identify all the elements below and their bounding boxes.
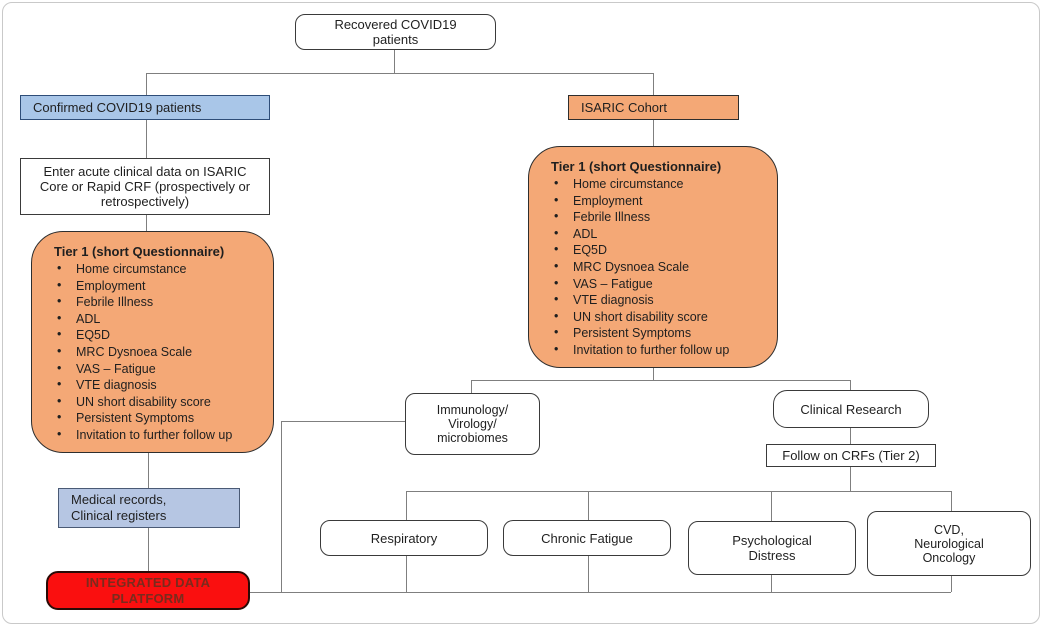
connector-line	[471, 380, 850, 381]
connector-line	[406, 556, 407, 592]
node-clinical-research: Clinical Research	[773, 390, 929, 428]
connector-line	[281, 421, 282, 592]
tier1-item: UN short disability score	[547, 310, 769, 325]
tier1-item: EQ5D	[547, 243, 769, 258]
connector-line	[653, 73, 654, 95]
node-cvd-neurological-oncology: CVD, Neurological Oncology	[867, 511, 1031, 576]
tier1-item: VTE diagnosis	[50, 378, 265, 393]
tier1-item: Invitation to further follow up	[547, 343, 769, 358]
tier1-item: Persistent Symptoms	[547, 326, 769, 341]
tier1-item-list: Home circumstanceEmploymentFebrile Illne…	[50, 262, 265, 443]
tier1-item: Febrile Illness	[50, 295, 265, 310]
connector-line	[394, 50, 395, 73]
tier1-item: Employment	[50, 279, 265, 294]
connector-line	[406, 491, 407, 520]
node-medical-records: Medical records, Clinical registers	[58, 488, 240, 528]
node-respiratory: Respiratory	[320, 520, 488, 556]
tier1-item: MRC Dysnoea Scale	[50, 345, 265, 360]
tier1-title: Tier 1 (short Questionnaire)	[54, 244, 225, 259]
connector-line	[146, 215, 147, 231]
tier1-item: ADL	[50, 312, 265, 327]
connector-line	[653, 120, 654, 146]
node-psychological-distress: Psychological Distress	[688, 521, 856, 575]
node-isaric-cohort: ISARIC Cohort	[568, 95, 739, 120]
tier1-title: Tier 1 (short Questionnaire)	[551, 159, 722, 174]
connector-line	[406, 491, 951, 492]
node-tier1-right: Tier 1 (short Questionnaire) Home circum…	[528, 146, 778, 368]
connector-line	[146, 73, 653, 74]
node-chronic-fatigue: Chronic Fatigue	[503, 520, 671, 556]
tier1-item: Invitation to further follow up	[50, 428, 265, 443]
connector-line	[850, 466, 851, 491]
tier1-item: Febrile Illness	[547, 210, 769, 225]
node-follow-on-crfs: Follow on CRFs (Tier 2)	[766, 444, 936, 467]
connector-line	[471, 380, 472, 393]
connector-line	[771, 491, 772, 521]
tier1-item-list: Home circumstanceEmploymentFebrile Illne…	[547, 177, 769, 358]
connector-line	[850, 380, 851, 390]
connector-line	[653, 368, 654, 380]
connector-line	[588, 556, 589, 592]
node-integrated-data-platform: INTEGRATED DATA PLATFORM	[46, 571, 250, 610]
connector-line	[250, 592, 951, 593]
tier1-item: MRC Dysnoea Scale	[547, 260, 769, 275]
connector-line	[771, 575, 772, 592]
node-tier1-left: Tier 1 (short Questionnaire) Home circum…	[31, 231, 274, 453]
connector-line	[281, 421, 405, 422]
tier1-item: VAS – Fatigue	[547, 277, 769, 292]
connector-line	[148, 453, 149, 488]
tier1-item: VAS – Fatigue	[50, 362, 265, 377]
node-confirmed-patients: Confirmed COVID19 patients	[20, 95, 270, 120]
node-recovered-patients: Recovered COVID19 patients	[295, 14, 496, 50]
tier1-item: Persistent Symptoms	[50, 411, 265, 426]
node-immunology-virology: Immunology/ Virology/ microbiomes	[405, 393, 540, 455]
connector-line	[148, 528, 149, 571]
connector-line	[588, 491, 589, 520]
connector-line	[850, 428, 851, 445]
tier1-item: ADL	[547, 227, 769, 242]
node-acute-clinical-data: Enter acute clinical data on ISARIC Core…	[20, 158, 270, 215]
connector-line	[146, 120, 147, 158]
tier1-item: Home circumstance	[547, 177, 769, 192]
tier1-item: UN short disability score	[50, 395, 265, 410]
tier1-item: Home circumstance	[50, 262, 265, 277]
tier1-item: VTE diagnosis	[547, 293, 769, 308]
connector-line	[951, 491, 952, 511]
tier1-item: EQ5D	[50, 328, 265, 343]
tier1-item: Employment	[547, 194, 769, 209]
connector-line	[951, 576, 952, 592]
connector-line	[146, 73, 147, 95]
